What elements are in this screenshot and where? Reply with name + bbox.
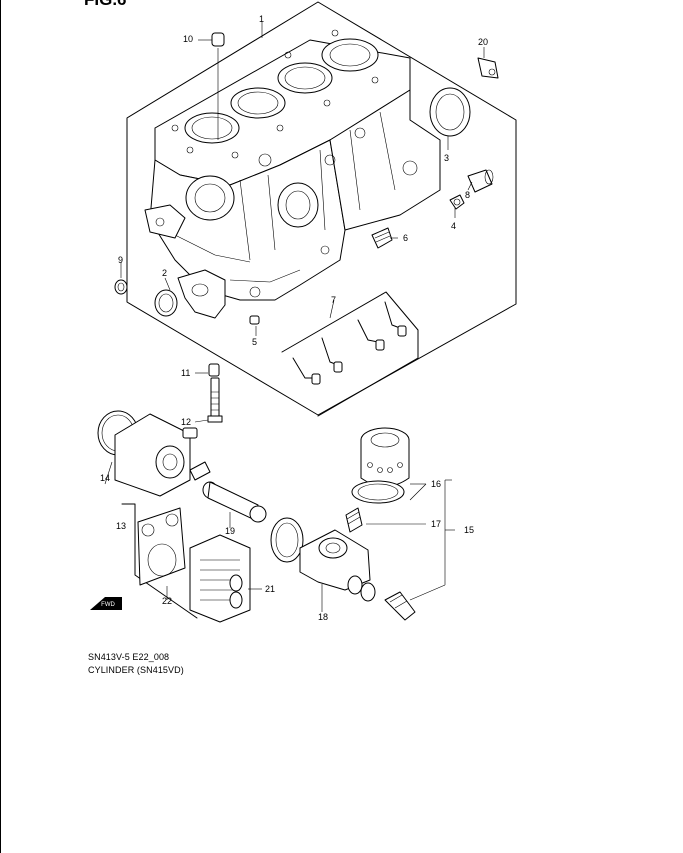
oil-cooler-part	[97, 410, 211, 497]
filter-bolt-part	[384, 591, 416, 621]
callout-10: 10	[183, 34, 193, 44]
sleeve-part	[211, 32, 225, 47]
callout-7: 7	[331, 295, 336, 305]
callout-5: 5	[252, 337, 257, 347]
dowel-pin-part	[249, 315, 260, 325]
callout-18: 18	[318, 612, 328, 622]
oil-jet-part	[292, 301, 407, 385]
callout-11: 11	[181, 368, 190, 378]
figure-title: FIG.6	[84, 0, 127, 10]
oil-pressure-switch-part	[467, 169, 494, 193]
bearing-cap-part	[177, 269, 226, 319]
callout-6: 6	[403, 233, 408, 243]
oil-jet-group-frame	[281, 291, 419, 417]
nipple-part	[345, 507, 363, 533]
bolt-part	[207, 377, 223, 423]
plug-part	[449, 194, 465, 210]
callout-20: 20	[478, 37, 488, 47]
cylinder-block-part	[144, 29, 441, 301]
oil-cooler-group-bracket	[121, 503, 198, 619]
callout-8: 8	[465, 190, 470, 200]
callout-1: 1	[259, 14, 264, 24]
fwd-label: FWD	[101, 602, 115, 608]
callout-17: 17	[431, 519, 441, 529]
callout-15: 15	[464, 525, 474, 535]
callout-21: 21	[265, 584, 275, 594]
oil-cooler-gasket-part	[137, 507, 186, 586]
union-bolt-part	[202, 481, 267, 523]
callout-19: 19	[225, 526, 235, 536]
callout-9: 9	[118, 255, 123, 265]
cooler-element-part	[189, 534, 251, 623]
cylinder-block-frame	[126, 1, 517, 416]
crank-seal-part	[154, 289, 178, 317]
callout-14: 14	[100, 473, 110, 483]
oil-filter-part	[351, 427, 410, 504]
leader-lines	[104, 22, 485, 612]
blind-plug-part	[114, 279, 128, 295]
pipe-part	[208, 363, 220, 377]
sensor-part	[477, 57, 499, 79]
diagram-code-caption: SN413V-5 E22_008	[88, 652, 170, 662]
callout-numbers: 1 2 3 4 5 6 7 8 9 10 11 12 13 14 15 16 1…	[100, 14, 488, 622]
stud-part	[371, 227, 393, 249]
callout-4: 4	[451, 221, 456, 231]
callout-13: 13	[116, 521, 126, 531]
callout-12: 12	[181, 417, 191, 427]
fwd-arrow-icon: FWD	[90, 597, 122, 610]
page-border-line	[0, 0, 1, 853]
oil-filter-bracket-part	[270, 517, 376, 602]
callout-3: 3	[444, 153, 449, 163]
callout-2: 2	[162, 268, 167, 278]
callout-22: 22	[162, 596, 172, 606]
oil-seal-part	[429, 87, 471, 137]
callout-16: 16	[431, 479, 441, 489]
diagram-name-caption: CYLINDER (SN415VD)	[88, 665, 184, 675]
